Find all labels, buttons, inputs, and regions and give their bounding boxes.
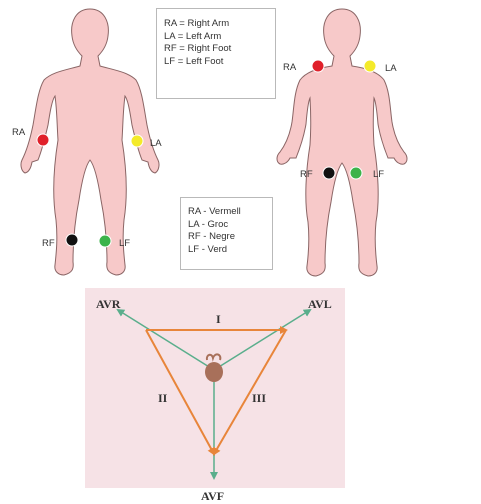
electrode-la-right (364, 60, 376, 72)
legend-catalan: RA - Vermell LA - Groc RF - Negre LF - V… (180, 197, 273, 270)
legend-catalan-line: RA - Vermell (188, 206, 265, 219)
legend-english-line: LA = Left Arm (164, 31, 268, 44)
legend-english: RA = Right Arm LA = Left Arm RF = Right … (156, 8, 276, 99)
legend-english-line: LF = Left Foot (164, 56, 268, 69)
body-figure-right (277, 9, 407, 276)
electrode-label-la-left: LA (150, 138, 162, 149)
electrode-lf-right (350, 167, 362, 179)
electrode-la-left (131, 135, 143, 147)
electrode-label-ra-right: RA (283, 62, 297, 73)
electrode-ra-left (37, 134, 49, 146)
label-avl: AVL (308, 297, 332, 311)
electrode-label-lf-right: LF (373, 169, 384, 180)
legend-catalan-line: LF - Verd (188, 244, 265, 257)
lead-label-iii: III (252, 391, 266, 405)
label-avr: AVR (96, 297, 121, 311)
legend-english-line: RF = Right Foot (164, 43, 268, 56)
legend-catalan-line: RF - Negre (188, 231, 265, 244)
lead-label-ii: II (158, 391, 168, 405)
electrode-label-la-right: LA (385, 63, 397, 74)
einthoven-triangle-diagram: I II III AVR AVL AVF (85, 288, 345, 503)
electrode-label-rf-right: RF (300, 169, 313, 180)
label-avf: AVF (201, 489, 224, 503)
triangle-background (85, 288, 345, 488)
electrode-label-ra-left: RA (12, 127, 26, 138)
electrode-label-rf-left: RF (42, 238, 55, 249)
electrode-ra-right (312, 60, 324, 72)
electrode-lf-left (99, 235, 111, 247)
legend-catalan-line: LA - Groc (188, 219, 265, 232)
legend-english-line: RA = Right Arm (164, 18, 268, 31)
electrode-rf-left (66, 234, 78, 246)
lead-label-i: I (216, 312, 221, 326)
electrode-rf-right (323, 167, 335, 179)
electrode-label-lf-left: LF (119, 238, 130, 249)
body-silhouette-right (277, 9, 407, 276)
